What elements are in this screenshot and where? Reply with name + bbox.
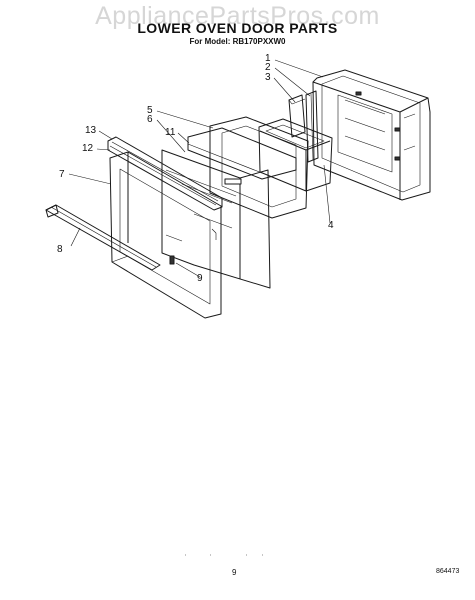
door-handle [45, 204, 161, 271]
callout-11: 11 [165, 127, 176, 138]
model-subtitle: For Model: RB170PXXW0 [189, 37, 286, 46]
window-pack-frame [209, 116, 309, 219]
document-code: 864473 [436, 568, 460, 575]
window-gasket [187, 127, 297, 180]
callout-8: 8 [57, 244, 63, 255]
callout-9: 9 [197, 273, 203, 284]
diagram-title: LOWER OVEN DOOR PARTS [137, 20, 338, 36]
door-frame-bracket [305, 90, 319, 163]
callout-2: 2 [265, 62, 271, 73]
callout-12: 12 [82, 143, 94, 154]
insulation-box [258, 118, 333, 192]
retaining-clip [169, 255, 175, 265]
glass-panel [161, 149, 271, 289]
callout-13: 13 [85, 125, 97, 136]
leader-lines [68, 59, 331, 278]
callout-5: 5 [147, 105, 153, 116]
inner-door-panel [312, 69, 431, 201]
callout-4: 4 [328, 220, 334, 231]
callout-1: 1 [265, 53, 271, 64]
callout-7: 7 [59, 169, 65, 180]
callout-3: 3 [265, 72, 271, 83]
callout-6: 6 [147, 114, 153, 125]
watermark: AppliancePartsPros.com [95, 2, 380, 30]
page-number: 9 [232, 568, 237, 577]
hinge-block [288, 94, 306, 138]
outer-door-panel [109, 151, 222, 319]
